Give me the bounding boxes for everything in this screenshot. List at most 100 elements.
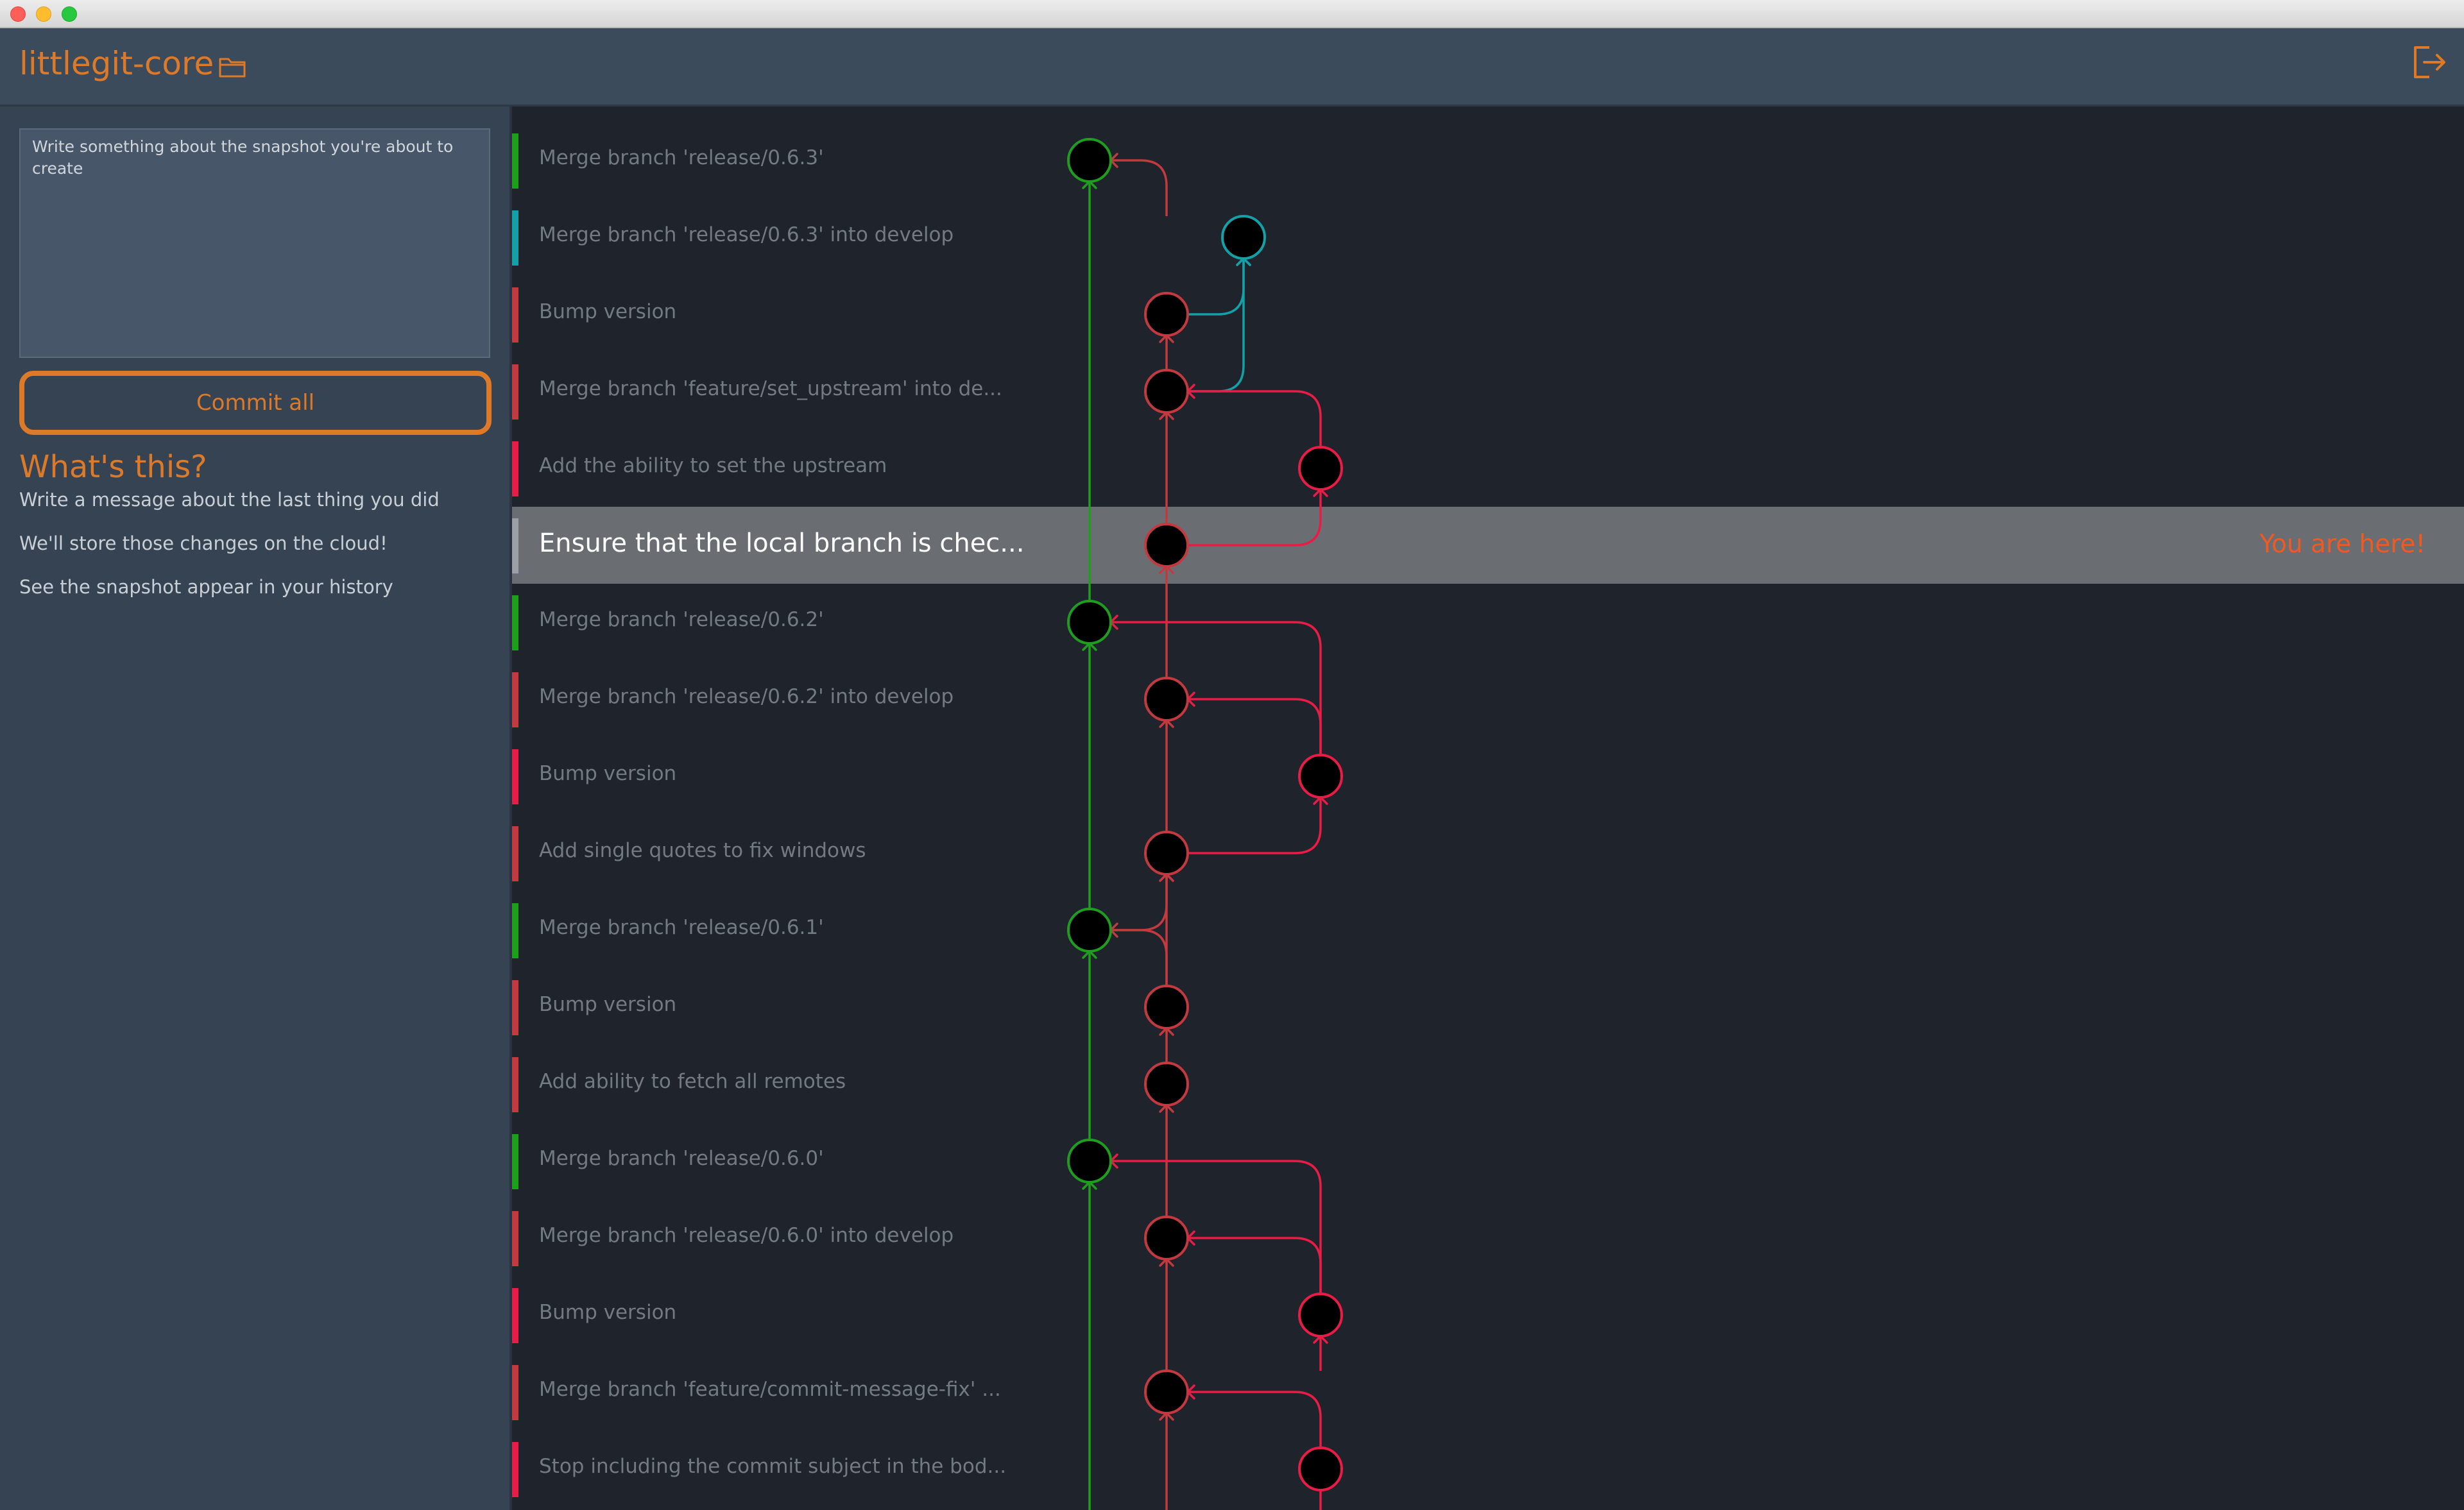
commit-row[interactable]: Bump version <box>512 1277 2464 1353</box>
graph-edge <box>1188 1391 1322 1448</box>
commit-row[interactable]: Merge branch 'release/0.6.0' <box>512 1123 2464 1200</box>
commit-row[interactable]: Merge branch 'feature/commit-message-fix… <box>512 1353 2464 1430</box>
commit-row[interactable]: Merge branch 'release/0.6.3' into develo… <box>512 199 2464 276</box>
commit-message: Merge branch 'release/0.6.2' <box>539 608 824 631</box>
commit-message: Bump version <box>539 300 677 323</box>
commit-node <box>1144 369 1189 414</box>
branch-indicator <box>512 1057 518 1112</box>
commit-row[interactable]: Merge branch 'release/0.6.2' into develo… <box>512 661 2464 738</box>
branch-indicator <box>512 1134 518 1189</box>
commit-node <box>1067 138 1112 183</box>
graph-edge <box>1188 698 1322 755</box>
commit-node <box>1298 1293 1343 1337</box>
help-line: We'll store those changes on the cloud! <box>19 532 388 554</box>
commit-message: Merge branch 'release/0.6.3' into develo… <box>539 223 954 246</box>
branch-indicator <box>512 749 518 804</box>
commit-message: Stop including the commit subject in the… <box>539 1455 1007 1478</box>
commit-node <box>1144 831 1189 876</box>
commit-message: Add the ability to set the upstream <box>539 454 887 477</box>
commit-message: Merge branch 'release/0.6.1' <box>539 916 824 939</box>
window-close-button[interactable] <box>10 6 26 22</box>
commit-row[interactable]: Bump version <box>512 738 2464 815</box>
commit-row[interactable]: Add single quotes to fix windows <box>512 815 2464 892</box>
commit-message-input[interactable] <box>19 128 490 358</box>
commit-node <box>1144 677 1189 722</box>
branch-indicator <box>512 672 518 727</box>
branch-indicator <box>512 1365 518 1420</box>
commit-row[interactable]: Merge branch 'release/0.6.3' <box>512 122 2464 199</box>
commit-row[interactable]: Merge branch 'release/0.6.2' <box>512 584 2464 661</box>
commit-message: Bump version <box>539 762 677 785</box>
commit-node <box>1067 600 1112 645</box>
commit-node <box>1298 754 1343 799</box>
branch-indicator <box>512 133 518 189</box>
commit-message: Add ability to fetch all remotes <box>539 1070 846 1093</box>
graph-edge <box>1188 390 1322 447</box>
commit-message: Merge branch 'feature/commit-message-fix… <box>539 1378 1001 1401</box>
graph-edge <box>1188 259 1245 316</box>
graph-edge <box>1188 797 1322 854</box>
commit-row[interactable]: Add the ability to set the upstream <box>512 430 2464 507</box>
commit-row[interactable]: Bump version <box>512 276 2464 353</box>
commit-row[interactable]: Merge branch 'feature/set_upstream' into… <box>512 353 2464 430</box>
commit-node <box>1144 523 1189 568</box>
commit-node <box>1298 446 1343 491</box>
commit-node <box>1144 292 1189 337</box>
commit-message: Bump version <box>539 1301 677 1324</box>
commit-node <box>1144 1216 1189 1260</box>
commit-node <box>1221 215 1266 260</box>
commit-history: Merge branch 'release/0.6.3' Merge branch… <box>512 106 2464 1510</box>
branch-indicator <box>512 210 518 266</box>
commit-node <box>1067 908 1112 953</box>
help-title: What's this? <box>19 449 207 485</box>
branch-indicator <box>512 1288 518 1343</box>
commit-message: Merge branch 'release/0.6.2' into develo… <box>539 685 954 708</box>
window-maximize-button[interactable] <box>62 6 77 22</box>
commit-row[interactable]: Bump version <box>512 969 2464 1046</box>
branch-indicator <box>512 1442 518 1497</box>
commit-message: Bump version <box>539 993 677 1016</box>
graph-edge <box>1188 259 1245 393</box>
app-header: littlegit-core <box>0 28 2464 106</box>
graph-edge <box>1111 159 1168 216</box>
commit-message: Merge branch 'feature/set_upstream' into… <box>539 377 1002 400</box>
commit-message: Merge branch 'release/0.6.0' into develo… <box>539 1224 954 1247</box>
commit-row[interactable]: Add ability to fetch all remotes <box>512 1046 2464 1123</box>
branch-indicator <box>512 441 518 496</box>
help-line: See the snapshot appear in your history <box>19 576 393 598</box>
graph-edge <box>1111 621 1322 755</box>
repo-title: littlegit-core <box>19 45 214 82</box>
graph-edge <box>1111 1160 1322 1294</box>
commit-message: Add single quotes to fix windows <box>539 839 866 862</box>
commit-message: Merge branch 'release/0.6.3' <box>539 146 824 169</box>
you-are-here-label: You are here! <box>2259 530 2426 559</box>
commit-message: Ensure that the local branch is chec... <box>539 529 1025 558</box>
graph-edge <box>1111 874 1168 931</box>
branch-indicator <box>512 287 518 343</box>
commit-all-button[interactable]: Commit all <box>19 371 492 435</box>
graph-edge <box>1111 929 1168 986</box>
commit-node <box>1144 1370 1189 1414</box>
commit-node <box>1067 1139 1112 1183</box>
commit-row[interactable]: Stop including the commit subject in the… <box>512 1430 2464 1507</box>
branch-indicator <box>512 1211 518 1266</box>
branch-indicator <box>512 595 518 650</box>
commit-node <box>1298 1446 1343 1491</box>
graph-edge <box>1188 1237 1322 1294</box>
help-line: Write a message about the last thing you… <box>19 489 440 511</box>
commit-row[interactable]: Merge branch 'release/0.6.0' into develo… <box>512 1200 2464 1277</box>
commit-node <box>1144 1062 1189 1107</box>
window-titlebar <box>0 0 2464 28</box>
commit-row[interactable]: Ensure that the local branch is chec... Y… <box>512 507 2464 584</box>
commit-graph <box>1067 138 1343 1510</box>
graph-edge <box>1188 489 1322 547</box>
commit-node <box>1144 985 1189 1030</box>
branch-indicator <box>512 826 518 881</box>
commit-row[interactable]: Merge branch 'release/0.6.1' <box>512 892 2464 969</box>
branch-indicator <box>512 980 518 1035</box>
folder-icon[interactable] <box>218 55 246 78</box>
commit-message: Merge branch 'release/0.6.0' <box>539 1147 824 1170</box>
branch-indicator <box>512 903 518 958</box>
window-minimize-button[interactable] <box>36 6 51 22</box>
logout-icon[interactable] <box>2410 44 2447 81</box>
